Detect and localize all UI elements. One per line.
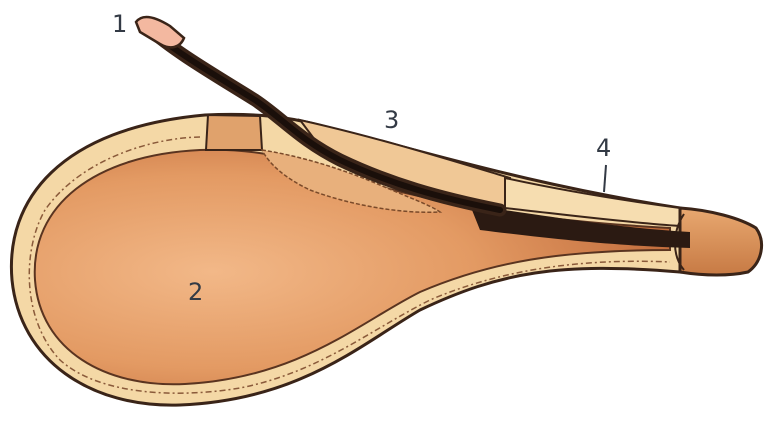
neck-end-cap xyxy=(680,208,762,275)
wall-band-top xyxy=(206,115,262,150)
label-1: 1 xyxy=(112,10,127,38)
label-4-pointer xyxy=(604,165,606,192)
label-4: 4 xyxy=(596,134,611,162)
label-2: 2 xyxy=(188,278,203,306)
label-3: 3 xyxy=(384,106,399,134)
tube-tip xyxy=(136,17,184,47)
